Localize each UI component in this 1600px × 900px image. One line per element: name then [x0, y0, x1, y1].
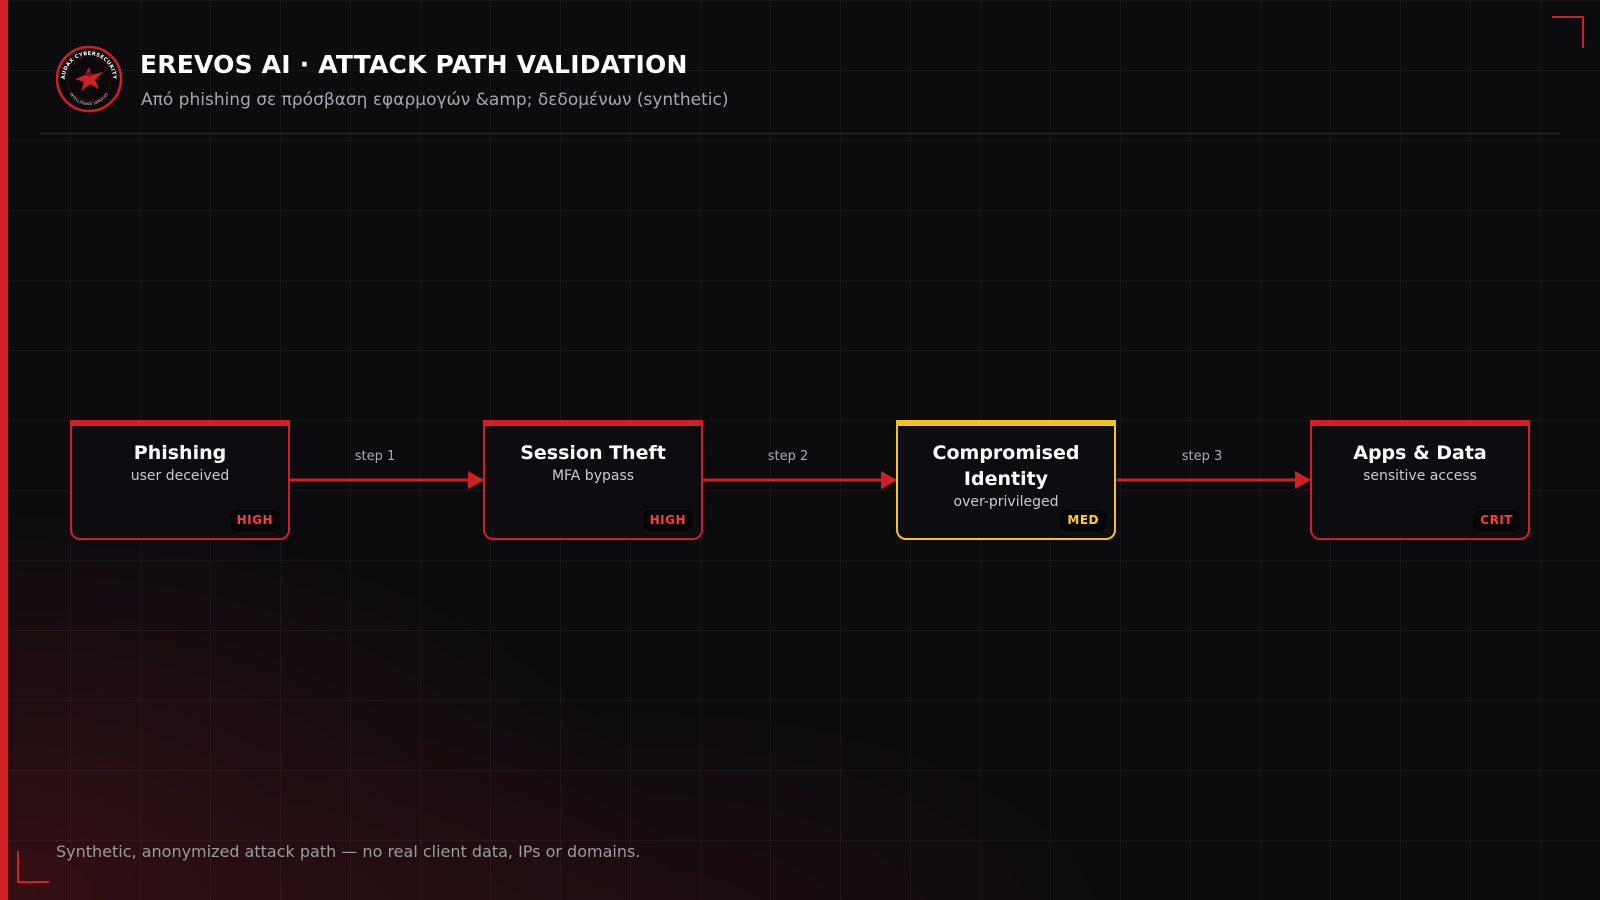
- edge-label-step-1: step 1: [355, 449, 396, 464]
- severity-badge: HIGH: [229, 510, 280, 531]
- edge-label-step-3: step 3: [1182, 449, 1223, 464]
- node-phishing[interactable]: Phishing user deceived HIGH: [70, 420, 290, 540]
- left-accent-bar: [0, 0, 8, 900]
- node-title: Compromised Identity: [932, 442, 1080, 490]
- node-apps-and-data[interactable]: Apps & Data sensitive access CRIT: [1310, 420, 1530, 540]
- node-subtitle: sensitive access: [1363, 468, 1477, 484]
- eagle-crest-icon: AUDAX CYBERSECURITY INTELLIGENCE SERVICE…: [55, 45, 123, 113]
- edge-step-3: step 3: [1117, 449, 1311, 489]
- corner-bracket-bottom-left: [17, 851, 49, 883]
- node-session-theft[interactable]: Session Theft MFA bypass HIGH: [483, 420, 703, 540]
- node-subtitle: MFA bypass: [551, 468, 635, 484]
- severity-badge: HIGH: [642, 510, 693, 531]
- node-subtitle: over-privileged: [953, 494, 1059, 510]
- page-title: EREVOS AI · ATTACK PATH VALIDATION: [140, 50, 688, 79]
- edge-step-1: step 1: [290, 449, 484, 489]
- header-divider: [40, 133, 1560, 134]
- severity-badge: MED: [1060, 510, 1106, 531]
- footer-note: Synthetic, anonymized attack path — no r…: [56, 842, 641, 861]
- severity-badge: CRIT: [1473, 510, 1520, 531]
- node-title: Session Theft: [520, 442, 666, 464]
- node-subtitle: user deceived: [130, 468, 230, 484]
- edge-label-step-2: step 2: [768, 449, 809, 464]
- node-title: Apps & Data: [1353, 442, 1487, 464]
- corner-bracket-top-right: [1552, 16, 1584, 48]
- node-compromised-identity[interactable]: Compromised Identity over-privileged MED: [896, 420, 1116, 540]
- node-title: Phishing: [133, 442, 227, 464]
- page-subtitle: Από phishing σε πρόσβαση εφαρμογών &amp;…: [141, 90, 729, 110]
- edge-step-2: step 2: [703, 449, 897, 489]
